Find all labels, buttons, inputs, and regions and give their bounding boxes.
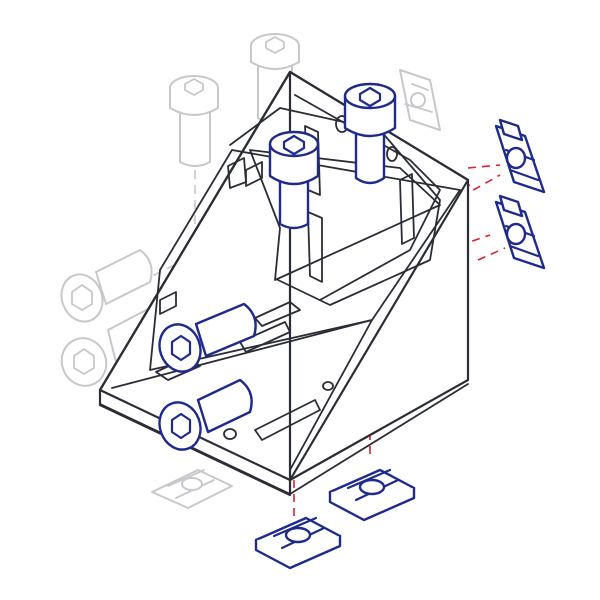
ghost-screw-side-upper-icon [60,249,153,323]
active-screws [158,82,397,451]
t-nut-bottom-right-icon [328,468,416,522]
t-nut-right-upper-icon [494,118,546,194]
assembly-line [467,164,501,169]
socket-head-screw-icon [158,302,257,373]
ghost-t-nut-top-icon [399,69,441,131]
socket-head-screw-icon [268,130,320,230]
socket-head-screw-icon [158,378,253,451]
t-nut-right-lower-icon [494,194,546,270]
active-t-nuts [254,118,546,570]
ghost-screw-left-icon [169,75,219,167]
assembly-line [477,247,506,261]
t-nut-bottom-center-icon [254,516,342,570]
socket-head-screw-icon [343,82,397,185]
ghost-t-nut-bottom-icon [151,469,233,509]
